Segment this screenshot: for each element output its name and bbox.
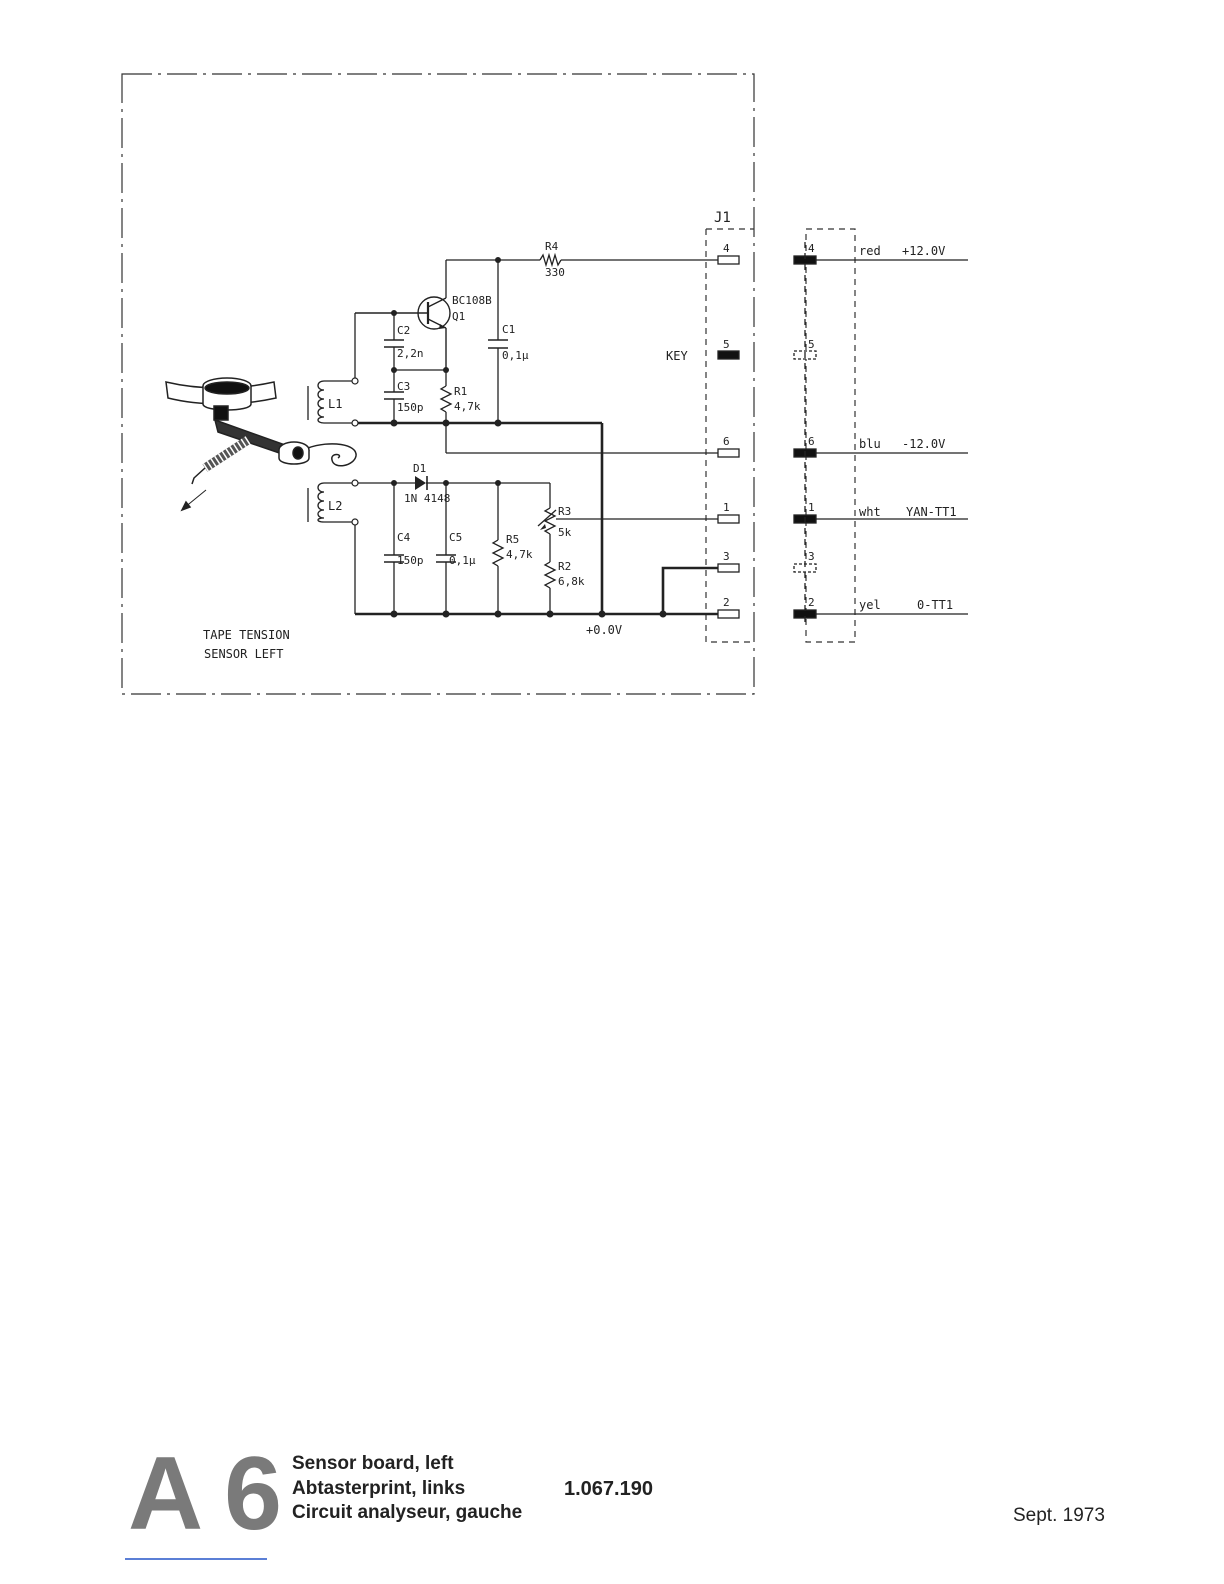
c4-value: 150p: [397, 554, 424, 567]
r4-value: 330: [545, 266, 565, 279]
footer-rule: [125, 1558, 267, 1560]
key-label: KEY: [666, 349, 688, 363]
wire-color-label: wht: [859, 505, 881, 519]
j1-pin: [717, 563, 740, 573]
r3-name: R3: [558, 505, 571, 518]
capacitor-c5: [436, 554, 456, 563]
tape-tension-sensor-illustration: [165, 377, 357, 512]
c2-value: 2,2n: [397, 347, 424, 360]
plug-pin-label: 4: [808, 242, 815, 255]
wire-signal-label: +12.0V: [902, 244, 945, 258]
r4-name: R4: [545, 240, 559, 253]
j1-pin-label: 5: [723, 338, 730, 351]
wire-top-rail: [445, 252, 718, 423]
board-label-line2: SENSOR LEFT: [204, 647, 283, 661]
capacitor-c4: [384, 554, 404, 563]
c1-name: C1: [502, 323, 515, 336]
part-number: 1.067.190: [564, 1478, 653, 1500]
c5-value: 0,1µ: [449, 554, 476, 567]
plug-pin-label: 6: [808, 435, 815, 448]
d1-type: 1N 4148: [404, 492, 450, 505]
page-code: A 6: [128, 1436, 282, 1552]
d1-name: D1: [413, 462, 426, 475]
board-outline: [121, 73, 755, 695]
j1-pin-label: 1: [723, 501, 730, 514]
wire-l2-section: [354, 482, 718, 616]
r1-name: R1: [454, 385, 467, 398]
j1-pin-label: 6: [723, 435, 730, 448]
j1-pin-label: 2: [723, 596, 730, 609]
wire-signal-label: 0-TT1: [917, 598, 953, 612]
c3-value: 150p: [397, 401, 424, 414]
title-german: Abtasterprint, links: [292, 1477, 466, 1499]
plug-pin-label: 2: [808, 596, 815, 609]
inductor-l2: [307, 482, 352, 523]
capacitor-c1: [488, 339, 508, 349]
ground-label: +0.0V: [586, 623, 622, 637]
c1-value: 0,1µ: [502, 349, 529, 362]
wire-color-label: yel: [859, 598, 881, 612]
j1-pin-key: [717, 350, 740, 360]
j1-label: J1: [714, 210, 731, 226]
wire-signal-label: YAN-TT1: [906, 505, 957, 519]
wire-signal-label: -12.0V: [902, 437, 945, 451]
issue-date: Sept. 1973: [1013, 1505, 1105, 1526]
plug-pin-label: 3: [808, 550, 815, 563]
j1-pin-label: 4: [723, 242, 730, 255]
wire-color-label: blu: [859, 437, 881, 451]
r5-name: R5: [506, 533, 519, 546]
j1-pins: [717, 255, 740, 619]
r2-value: 6,8k: [558, 575, 585, 588]
r2-name: R2: [558, 560, 571, 573]
j1-pin: [717, 448, 740, 458]
c5-name: C5: [449, 531, 462, 544]
r1-value: 4,7k: [454, 400, 481, 413]
l2-name: L2: [328, 499, 342, 513]
j1-pin-label: 3: [723, 550, 730, 563]
plug-pins: [793, 242, 968, 626]
l1-name: L1: [328, 397, 342, 411]
plug-pin-label: 5: [808, 338, 815, 351]
c3-name: C3: [397, 380, 410, 393]
capacitor-c2: [384, 339, 404, 348]
q1-type: BC108B: [452, 294, 492, 307]
c2-name: C2: [397, 324, 410, 337]
capacitor-c3: [384, 391, 404, 400]
wire-color-label: red: [859, 244, 881, 258]
board-label-line1: TAPE TENSION: [203, 628, 290, 642]
plug-pin-label: 1: [808, 501, 815, 514]
plug-outline: [805, 228, 856, 643]
j1-pin: [717, 609, 740, 619]
q1-name: Q1: [452, 310, 465, 323]
r3-value: 5k: [558, 526, 572, 539]
c4-name: C4: [397, 531, 411, 544]
r5-value: 4,7k: [506, 548, 533, 561]
j1-pin: [717, 514, 740, 524]
diode-d1: [415, 476, 428, 490]
title-english: Sensor board, left: [292, 1453, 454, 1474]
inductor-l1: [307, 380, 352, 424]
j1-connector-outline: [705, 228, 754, 643]
j1-pin: [717, 255, 740, 265]
title-french: Circuit analyseur, gauche: [292, 1502, 523, 1523]
page-titles: Sensor board, left Abtasterprint, links …: [292, 1452, 522, 1526]
circuit-schematic: J1 R4 330 C1 0,1µ BC108B Q1: [121, 73, 968, 695]
